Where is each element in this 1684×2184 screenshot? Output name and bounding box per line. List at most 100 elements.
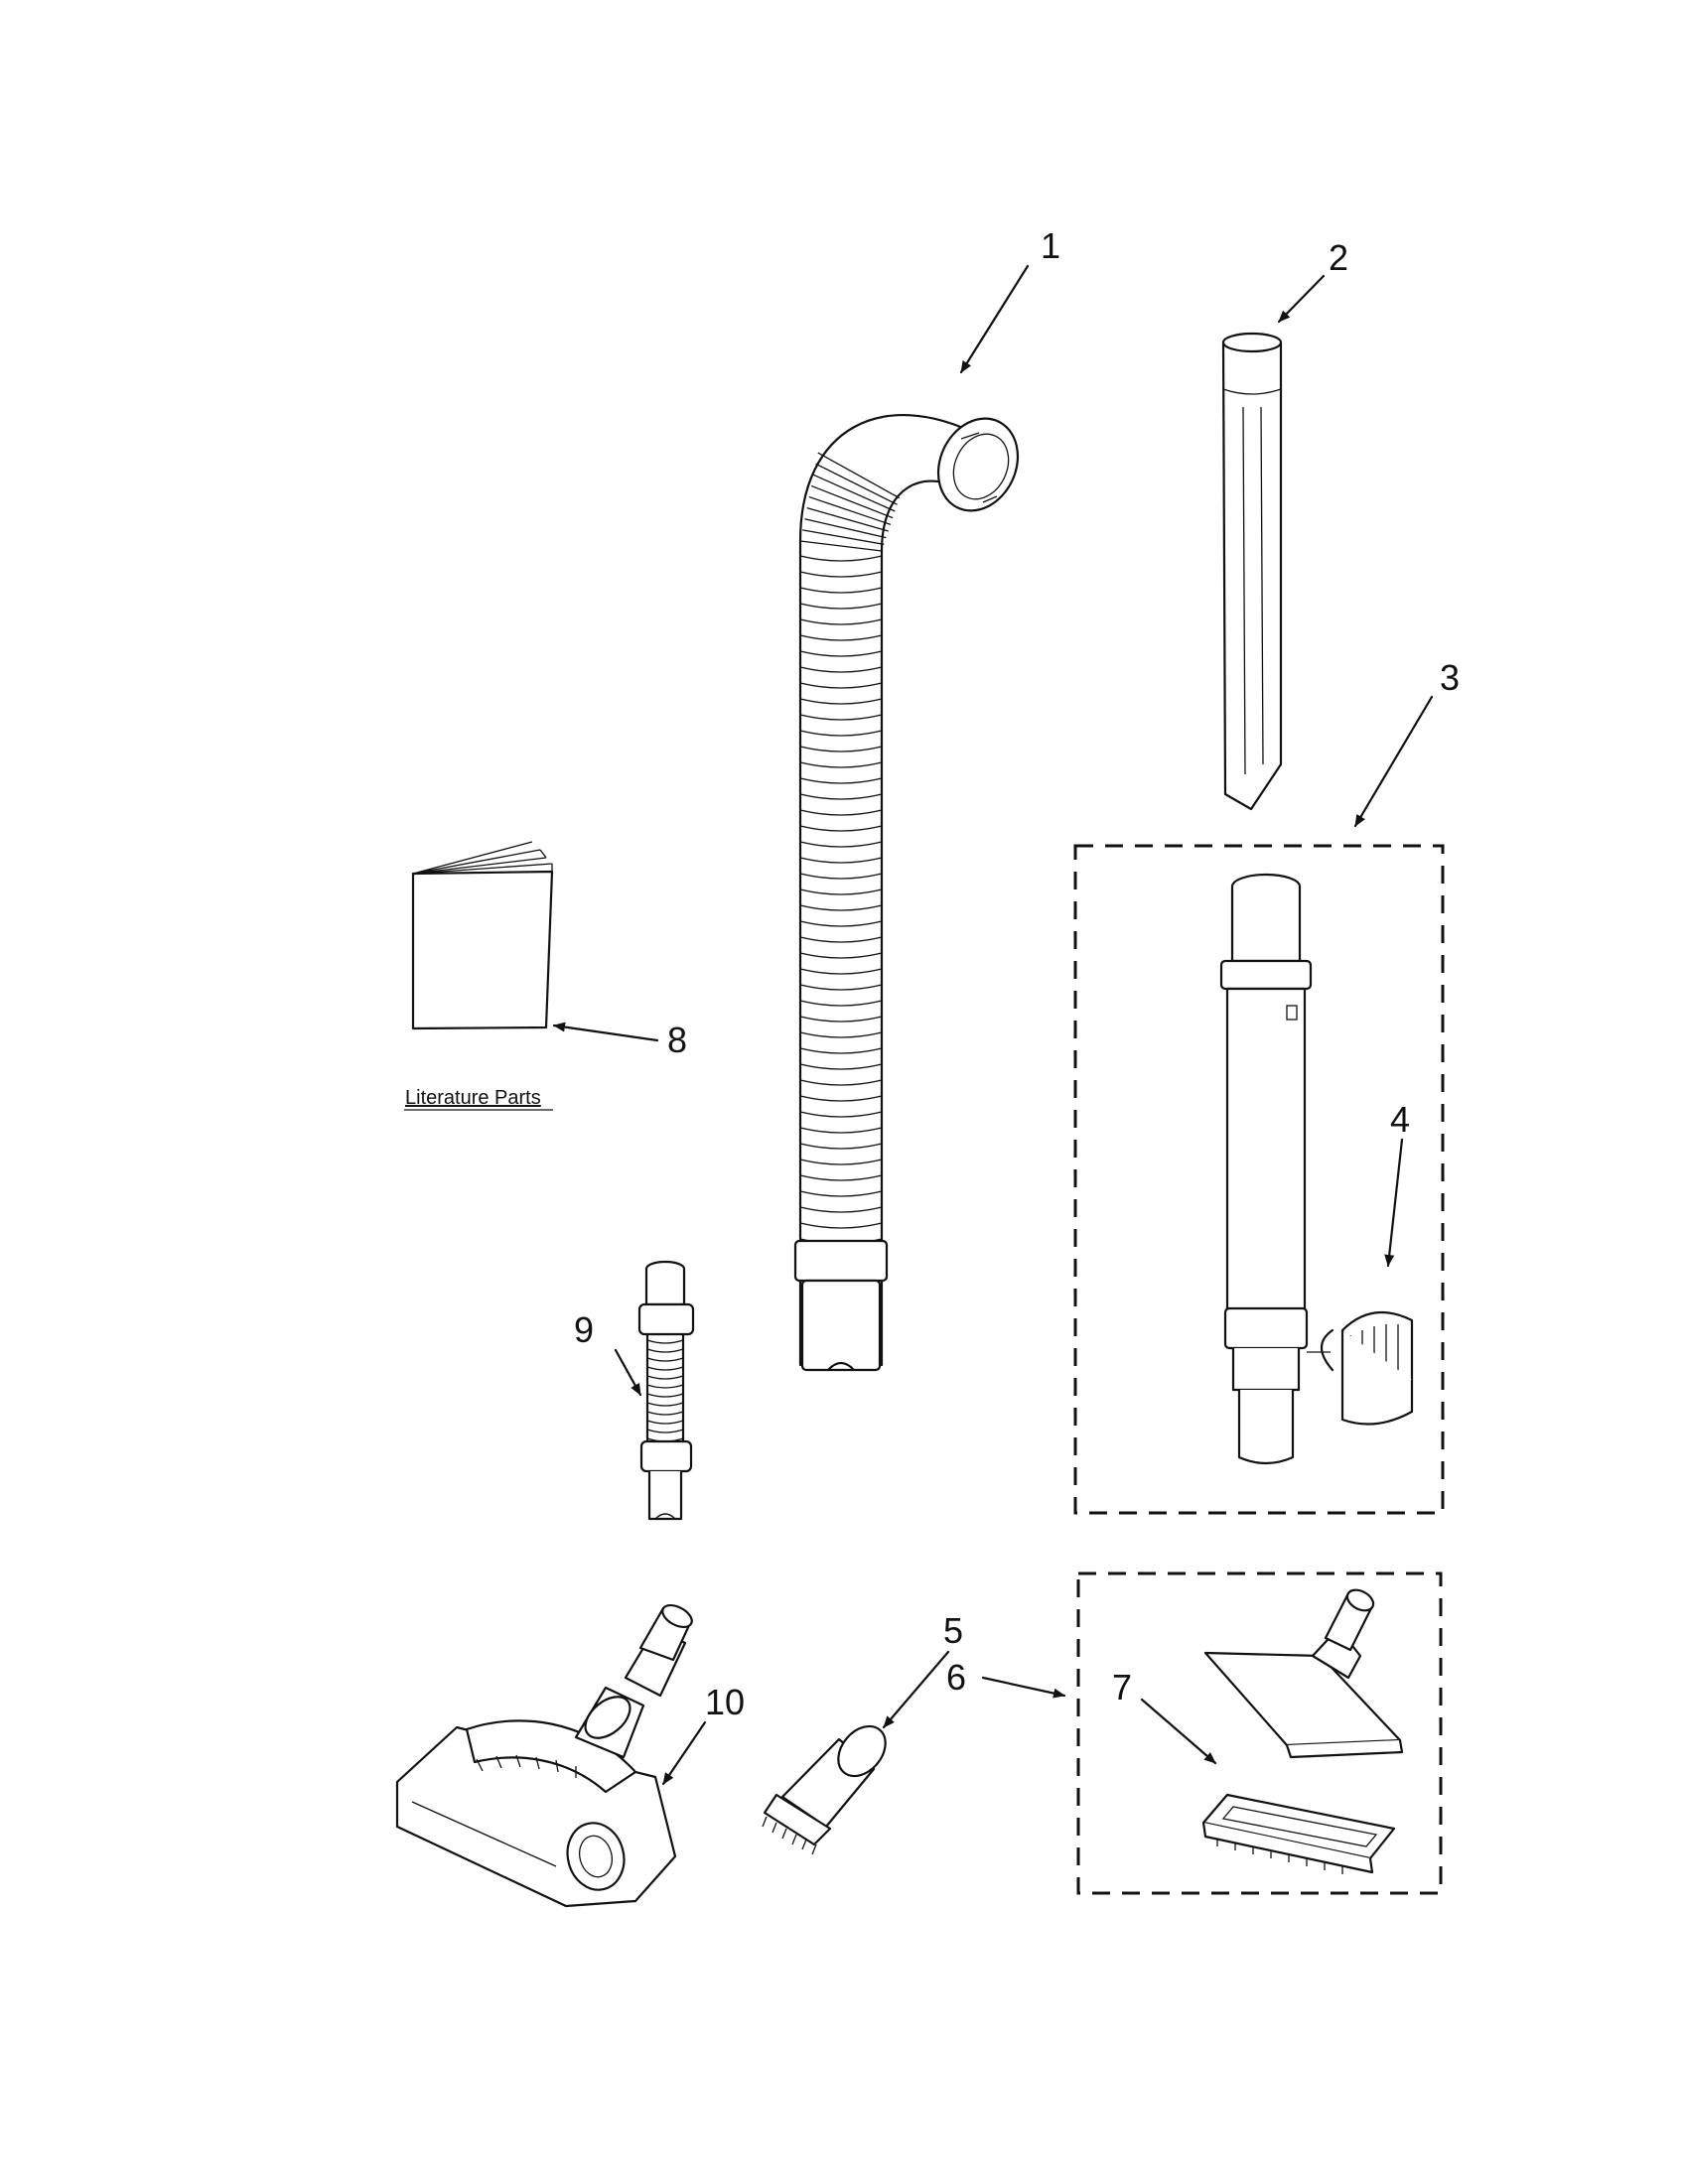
hose-rib bbox=[799, 1031, 883, 1038]
hose-rib bbox=[799, 825, 883, 832]
literature-parts-caption: Literature Parts bbox=[405, 1087, 541, 1109]
hose-rib bbox=[799, 968, 883, 975]
short-hose-rib bbox=[646, 1357, 684, 1362]
short-hose-rib bbox=[646, 1384, 684, 1389]
hose-cuff-lower bbox=[800, 1279, 882, 1372]
callout-1: 1 bbox=[1041, 225, 1060, 266]
hose-rib bbox=[799, 1127, 883, 1134]
callout-labels: 1 2 3 4 5 6 7 8 9 10 Literature Parts bbox=[404, 225, 1460, 1722]
hose-rib bbox=[799, 873, 883, 880]
leader-7 bbox=[1140, 1698, 1217, 1765]
leader-8 bbox=[552, 1022, 659, 1042]
hose-part-1 bbox=[793, 413, 1020, 1372]
hose-rib bbox=[808, 495, 892, 525]
short-hose-rib bbox=[646, 1393, 684, 1398]
hose-rib bbox=[799, 1111, 883, 1118]
callout-10: 10 bbox=[705, 1682, 745, 1722]
hose-rib bbox=[799, 1190, 883, 1197]
short-hose-ribs bbox=[646, 1339, 684, 1442]
hose-rib bbox=[799, 1143, 883, 1150]
dusting-brush-part-5 bbox=[762, 1724, 887, 1855]
power-nozzle-part-10 bbox=[395, 1603, 693, 1908]
hose-rib bbox=[817, 452, 901, 499]
leader-lines bbox=[552, 264, 1434, 1786]
hose-rib bbox=[799, 746, 883, 752]
hose-rib bbox=[799, 857, 883, 864]
hose-rib bbox=[799, 714, 883, 721]
hose-rib bbox=[799, 666, 883, 673]
callout-5: 5 bbox=[943, 1610, 963, 1651]
leader-2 bbox=[1277, 274, 1326, 324]
leader-5 bbox=[882, 1650, 950, 1729]
hose-rib bbox=[804, 518, 887, 539]
hose-rib bbox=[799, 571, 883, 578]
hose-cuff-upper bbox=[793, 1239, 889, 1283]
leader-10 bbox=[661, 1720, 707, 1786]
hose-rib bbox=[806, 507, 889, 532]
hose-ribs bbox=[799, 452, 901, 1245]
extension-wand-part-3 bbox=[1073, 844, 1445, 1515]
hose-rib bbox=[799, 650, 883, 657]
callout-2: 2 bbox=[1329, 237, 1348, 278]
hose-rib bbox=[799, 1174, 883, 1181]
short-hose-rib bbox=[646, 1420, 684, 1425]
crevice-tool-part-2 bbox=[1221, 332, 1283, 811]
short-hose-rib bbox=[646, 1375, 684, 1380]
hose-rib bbox=[799, 952, 883, 959]
hose-rib bbox=[799, 920, 883, 927]
upholstery-tool-part-7 bbox=[1201, 1793, 1396, 1874]
hose-rib bbox=[799, 730, 883, 737]
clip-part-4 bbox=[1307, 1310, 1414, 1426]
hose-rib bbox=[799, 888, 883, 895]
short-hose-rib bbox=[646, 1411, 684, 1416]
hose-rib bbox=[799, 841, 883, 848]
hose-rib bbox=[799, 1016, 883, 1023]
short-hose-rib bbox=[646, 1402, 684, 1407]
hose-rib bbox=[799, 555, 883, 562]
short-hose-rib bbox=[646, 1339, 684, 1344]
hose-rib bbox=[799, 1095, 883, 1102]
hose-rib bbox=[799, 1206, 883, 1213]
short-hose-rib bbox=[646, 1429, 684, 1433]
hose-rib bbox=[799, 1159, 883, 1165]
hose-rib bbox=[799, 1063, 883, 1070]
leader-9 bbox=[614, 1348, 642, 1397]
hose-rib bbox=[810, 484, 894, 519]
hose-rib bbox=[799, 540, 883, 552]
hose-rib bbox=[799, 1222, 883, 1229]
callout-7: 7 bbox=[1112, 1667, 1132, 1707]
leader-4 bbox=[1384, 1138, 1404, 1268]
hose-rib bbox=[799, 698, 883, 705]
hose-rib bbox=[799, 1079, 883, 1086]
hose-rib bbox=[799, 618, 883, 625]
hose-rib bbox=[799, 793, 883, 800]
hose-rib bbox=[799, 904, 883, 911]
hose-rib bbox=[799, 1047, 883, 1054]
tool-kit-part-6 bbox=[1076, 1571, 1443, 1895]
hose-rib bbox=[813, 474, 896, 512]
hose-rib bbox=[799, 936, 883, 943]
hose-rib bbox=[799, 984, 883, 991]
callout-9: 9 bbox=[574, 1309, 594, 1350]
callout-6: 6 bbox=[946, 1657, 966, 1698]
hose-rib bbox=[802, 529, 885, 545]
leader-3 bbox=[1353, 695, 1434, 828]
hose-rib bbox=[799, 587, 883, 594]
leader-1 bbox=[959, 264, 1030, 374]
hose-connector-top bbox=[936, 417, 1020, 512]
hose-rib bbox=[799, 1000, 883, 1007]
literature-booklet-part-8 bbox=[411, 841, 554, 1030]
hose-rib bbox=[799, 777, 883, 784]
kit-box-3 bbox=[1073, 844, 1445, 1515]
short-hose-rib bbox=[646, 1366, 684, 1371]
hose-rib bbox=[815, 463, 898, 505]
callout-3: 3 bbox=[1440, 657, 1460, 698]
short-hose-rib bbox=[646, 1348, 684, 1353]
callout-8: 8 bbox=[667, 1020, 687, 1060]
hose-rib bbox=[799, 634, 883, 641]
leader-6 bbox=[981, 1676, 1066, 1699]
short-hose-part-9 bbox=[637, 1260, 695, 1521]
hose-rib bbox=[799, 809, 883, 816]
hose-rib bbox=[799, 603, 883, 610]
